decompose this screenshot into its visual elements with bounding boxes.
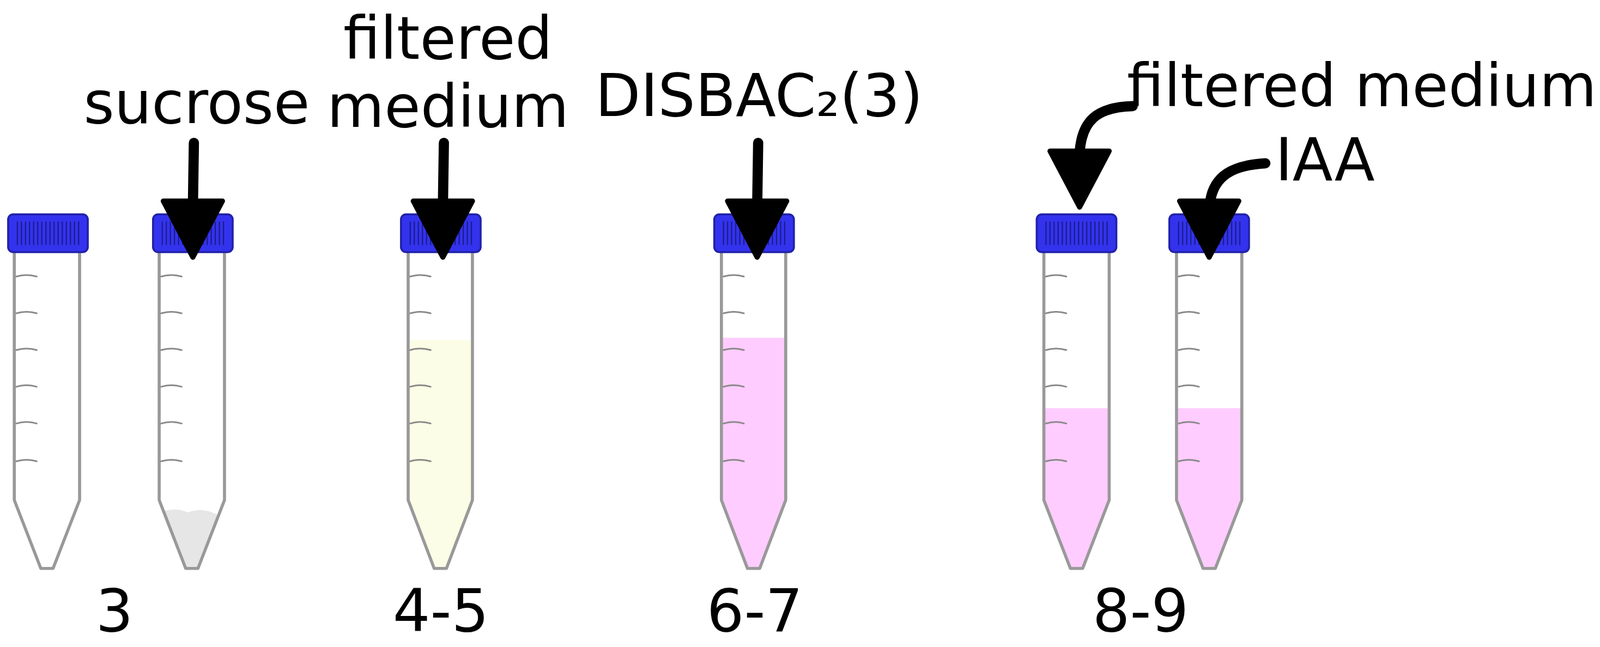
step-number: 3	[95, 582, 134, 641]
reagent-label: filtered medium	[317, 4, 579, 141]
reagent-label: IAA	[1275, 130, 1375, 190]
step-number: 4-5	[392, 582, 489, 641]
reagent-label: filtered medium	[1126, 56, 1597, 116]
reagent-label: sucrose	[83, 73, 311, 133]
graduation-marks	[16, 275, 1199, 462]
tube-body	[14, 252, 1242, 569]
step-number: 8-9	[1092, 582, 1189, 641]
step-number: 6-7	[706, 582, 803, 641]
reagent-label: DISBAC₂(3)	[595, 66, 923, 126]
tube-contents	[153, 337, 1248, 585]
